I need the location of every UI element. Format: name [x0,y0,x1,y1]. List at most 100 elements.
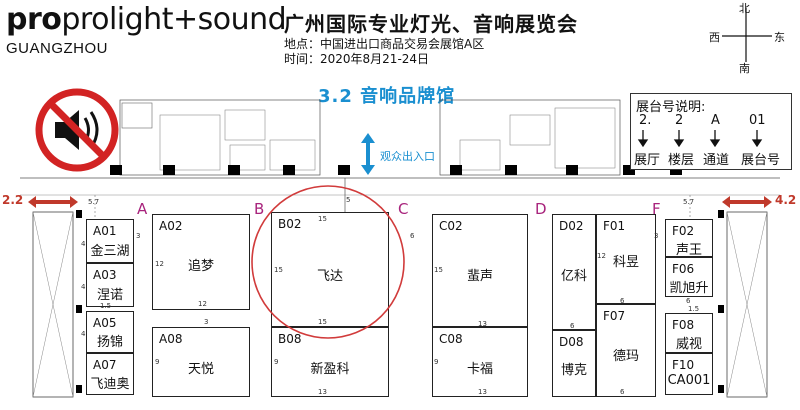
legend-arrows-icon [637,130,763,147]
booth-code: C08 [439,332,463,346]
compass-icon [722,8,772,62]
booth-a07[interactable]: A07 飞迪奥 [86,353,134,395]
booth-c08[interactable]: C08 卡福 [432,327,528,397]
dim-label: 6 [570,322,575,330]
booth-code: D02 [559,219,584,233]
location-text: 地点：中国进出口商品交易会展馆A区 [284,37,485,51]
dim-label: 6 [410,232,415,240]
dim-label: 13 [318,388,327,396]
booth-code: F06 [672,262,695,276]
exit-label: 观众出入口 [380,150,435,163]
booth-a08[interactable]: A08 天悦 [152,327,250,397]
exhibition-title: 广州国际专业灯光、音响展览会 [284,12,578,36]
booth-name: 威视 [675,337,702,352]
booth-f08[interactable]: F08 威视 [665,313,713,353]
booth-f10[interactable]: F10 CA001 [665,353,713,395]
booth-code: F08 [672,318,695,332]
legend-label-booth: 展台号 [741,153,781,168]
booth-a01[interactable]: A01 金三湖 [86,219,134,263]
booth-name: 博克 [560,363,587,378]
booth-code: A01 [93,224,117,238]
booth-f07[interactable]: F07 德玛 [596,304,656,397]
booth-a02[interactable]: A02 追梦 [152,214,250,310]
booth-name: 凯旭升 [669,281,709,296]
booth-code: C02 [439,219,463,233]
aisle-d: D [535,200,547,218]
dim-label: 15 [434,266,443,274]
booth-name: 卡福 [466,362,493,377]
dim-label: 6 [620,388,625,396]
dim-label: 3 [136,232,141,240]
booth-name: 声王 [675,243,702,258]
booth-c02[interactable]: C02 蜚声 [432,214,528,327]
dim-label: 1.5 [100,302,112,310]
dim-label: 5.7 [683,198,695,206]
legend-label-hall: 展厅 [634,153,661,168]
dim-label: 3 [204,318,209,326]
booth-code: A03 [93,268,117,282]
booth-name: 天悦 [187,362,214,377]
dim-label: 3 [654,232,659,240]
dim-label: 9 [155,358,160,366]
booth-name: 科昱 [612,255,639,270]
dim-label: 9 [434,358,439,366]
booth-f01[interactable]: F01 科昱 [596,214,656,304]
dim-label: 5.7 [88,198,100,206]
booth-name: 飞迪奥 [90,377,130,392]
dim-label: 12 [597,252,606,260]
compass-north: 北 [739,2,750,15]
aisle-b: B [254,200,265,218]
dim-label: 4 [81,240,86,248]
booth-name: 扬锦 [96,335,123,350]
legend-box: 展台号说明: 2. 2 A 01 展厅 楼层 通道 展台号 [630,93,792,170]
dim-label: 15 [274,266,283,274]
booth-code: A07 [93,358,117,372]
left-double-arrow-icon [28,196,78,208]
booth-name: 飞达 [316,269,343,284]
dim-label: 4 [81,283,86,291]
legend-code-booth: 01 [749,113,766,128]
booth-code: F07 [603,309,626,323]
aisle-a: A [137,200,148,218]
booth-name: 新盈科 [310,362,350,377]
booth-code: F01 [603,219,626,233]
dim-label: 12 [198,300,207,308]
side-tag-left: 2.2 [2,193,24,207]
compass-west: 西 [709,31,720,44]
booth-b02[interactable]: B02 飞达 [271,212,389,327]
booth-name: 亿科 [560,269,587,284]
dim-label: 12 [155,260,164,268]
dim-label: 1.5 [688,305,700,313]
booth-d08[interactable]: D08 博克 [552,330,596,397]
booth-name: 涅诺 [96,288,123,303]
dim-label: 6 [686,297,691,305]
booth-a03[interactable]: A03 涅诺 [86,263,134,307]
exit-arrow-icon [361,133,375,175]
logo-city: GUANGZHOU [6,40,108,57]
compass-east: 东 [774,31,785,44]
aisle-c: C [398,200,409,218]
logo-plus-sound: +sound [172,2,287,37]
time-text: 时间：2020年8月21-24日 [284,52,430,66]
booth-f06[interactable]: F06 凯旭升 [665,257,713,297]
legend-label-aisle: 通道 [703,153,730,168]
booth-code: A08 [159,332,183,346]
booth-code: A02 [159,219,183,233]
booth-d02[interactable]: D02 亿科 [552,214,596,330]
logo: proprolight+sound [6,2,287,37]
booth-name: 德玛 [612,349,639,364]
booth-a05[interactable]: A05 扬锦 [86,311,134,353]
legend-code-aisle: A [711,113,720,128]
dim-label: 15 [318,215,327,223]
highlight-circle [251,185,405,339]
side-tag-right: 4.2 [775,193,797,207]
booth-name: 蜚声 [466,269,493,284]
dim-label: 6 [620,297,625,305]
booth-name: 追梦 [187,259,214,274]
hall-title: 3.2 音响品牌馆 [318,86,456,107]
dim-label: 4 [81,330,86,338]
booth-code: F02 [672,224,695,238]
booth-f02[interactable]: F02 声王 [665,219,713,258]
booth-code: B02 [278,217,302,231]
